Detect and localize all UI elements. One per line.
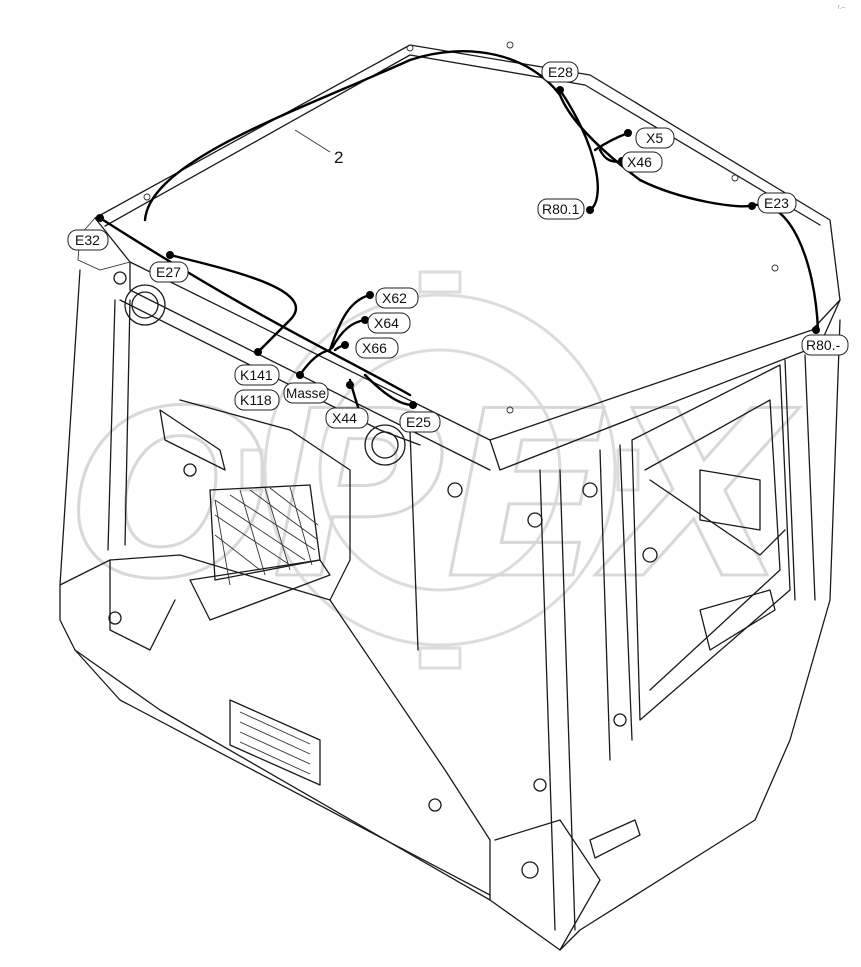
svg-text:X46: X46 bbox=[627, 154, 652, 170]
connector-label-e27: E27 bbox=[149, 261, 189, 283]
connector-label-e28: E28 bbox=[541, 61, 579, 83]
corner-mark: r.-- bbox=[838, 5, 845, 11]
svg-text:X5: X5 bbox=[646, 130, 663, 146]
connector-label-x5: X5 bbox=[635, 127, 675, 149]
connector-label-x46: X46 bbox=[621, 151, 663, 173]
svg-text:X44: X44 bbox=[332, 410, 357, 426]
watermark-logo: OPEX bbox=[69, 270, 801, 670]
svg-text:Masse: Masse bbox=[286, 385, 326, 401]
svg-text:K141: K141 bbox=[240, 367, 273, 383]
svg-text:X64: X64 bbox=[374, 315, 399, 331]
connector-label-masse: Masse bbox=[283, 382, 329, 404]
connector-label-e23: E23 bbox=[757, 192, 797, 214]
connector-label-x64: X64 bbox=[367, 312, 411, 334]
svg-text:X62: X62 bbox=[382, 290, 407, 306]
svg-text:E28: E28 bbox=[548, 64, 573, 80]
part-number-label: 2 bbox=[334, 148, 343, 167]
svg-text:K118: K118 bbox=[240, 392, 272, 408]
connector-label-k118: K118 bbox=[234, 389, 280, 411]
connector-label-r80-dash: R80.- bbox=[801, 334, 849, 356]
svg-text:E23: E23 bbox=[764, 195, 789, 211]
connector-label-x66: X66 bbox=[355, 337, 399, 359]
svg-text:X66: X66 bbox=[362, 340, 387, 356]
part-callout: 2 bbox=[294, 129, 343, 167]
connector-label-k141: K141 bbox=[234, 364, 280, 386]
svg-text:E27: E27 bbox=[156, 264, 181, 280]
wiring-harness bbox=[96, 49, 820, 414]
connector-label-e32: E32 bbox=[67, 229, 109, 251]
svg-text:E25: E25 bbox=[406, 414, 431, 430]
svg-text:E32: E32 bbox=[75, 232, 100, 248]
connector-label-x62: X62 bbox=[375, 287, 419, 309]
svg-text:R80.1: R80.1 bbox=[542, 201, 580, 217]
connector-label-x44: X44 bbox=[325, 407, 369, 429]
cab-frame bbox=[59, 269, 841, 951]
watermark-text: OPEX bbox=[70, 363, 800, 630]
svg-text:R80.-: R80.- bbox=[806, 337, 841, 353]
connector-label-r80-1: R80.1 bbox=[537, 198, 585, 220]
connector-label-e25: E25 bbox=[399, 411, 441, 433]
cab-roof bbox=[77, 41, 841, 471]
